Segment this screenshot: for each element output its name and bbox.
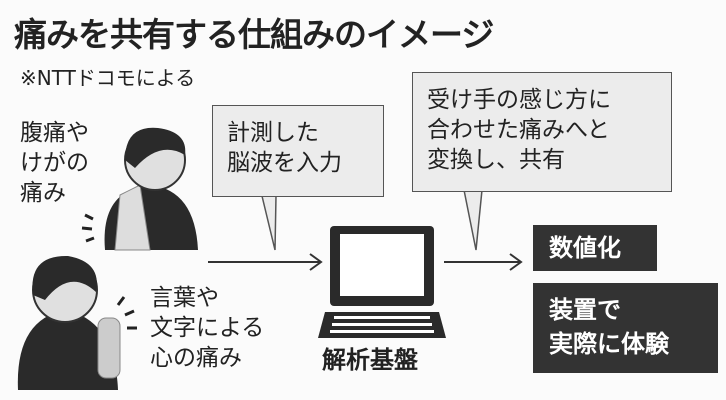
text-line: 心の痛み xyxy=(150,345,242,371)
person-injured-icon xyxy=(81,127,198,251)
source-note: ※NTTドコモによる xyxy=(20,66,196,90)
text-line: 文字による xyxy=(150,315,265,341)
physical-pain-text: 腹痛や けがの 痛み xyxy=(20,118,89,208)
laptop-icon xyxy=(318,226,446,338)
input-bubble: 計測した 脳波を入力 xyxy=(212,105,384,197)
text-line: 合わせた痛みへと xyxy=(427,117,610,143)
quantify-box: 数値化 xyxy=(533,225,657,271)
platform-label: 解析基盤 xyxy=(322,346,418,374)
text-line: 計測した xyxy=(227,120,319,146)
convert-bubble: 受け手の感じ方に 合わせた痛みへと 変換し、共有 xyxy=(412,72,672,192)
person-sad-icon xyxy=(17,255,137,390)
bubble-pointer xyxy=(261,195,277,251)
arrow-to-platform xyxy=(208,253,323,271)
text-line: 実際に体験 xyxy=(549,330,669,358)
text-line: 受け手の感じ方に xyxy=(427,87,611,113)
text-line: 腹痛や xyxy=(20,120,89,146)
arrow-to-outputs xyxy=(444,253,523,271)
text-line: 言葉や xyxy=(150,285,219,311)
bubble-pointer xyxy=(463,189,483,251)
text-line: 痛み xyxy=(20,180,66,206)
text-line: けがの xyxy=(20,150,89,176)
mental-pain-text: 言葉や 文字による 心の痛み xyxy=(150,283,264,373)
text-line: 装置で xyxy=(549,296,621,324)
text-line: 脳波を入力 xyxy=(227,150,342,176)
diagram-title: 痛みを共有する仕組みのイメージ xyxy=(14,15,494,54)
text-line: 変換し、共有 xyxy=(427,147,565,173)
experience-box: 装置で 実際に体験 xyxy=(533,283,718,373)
